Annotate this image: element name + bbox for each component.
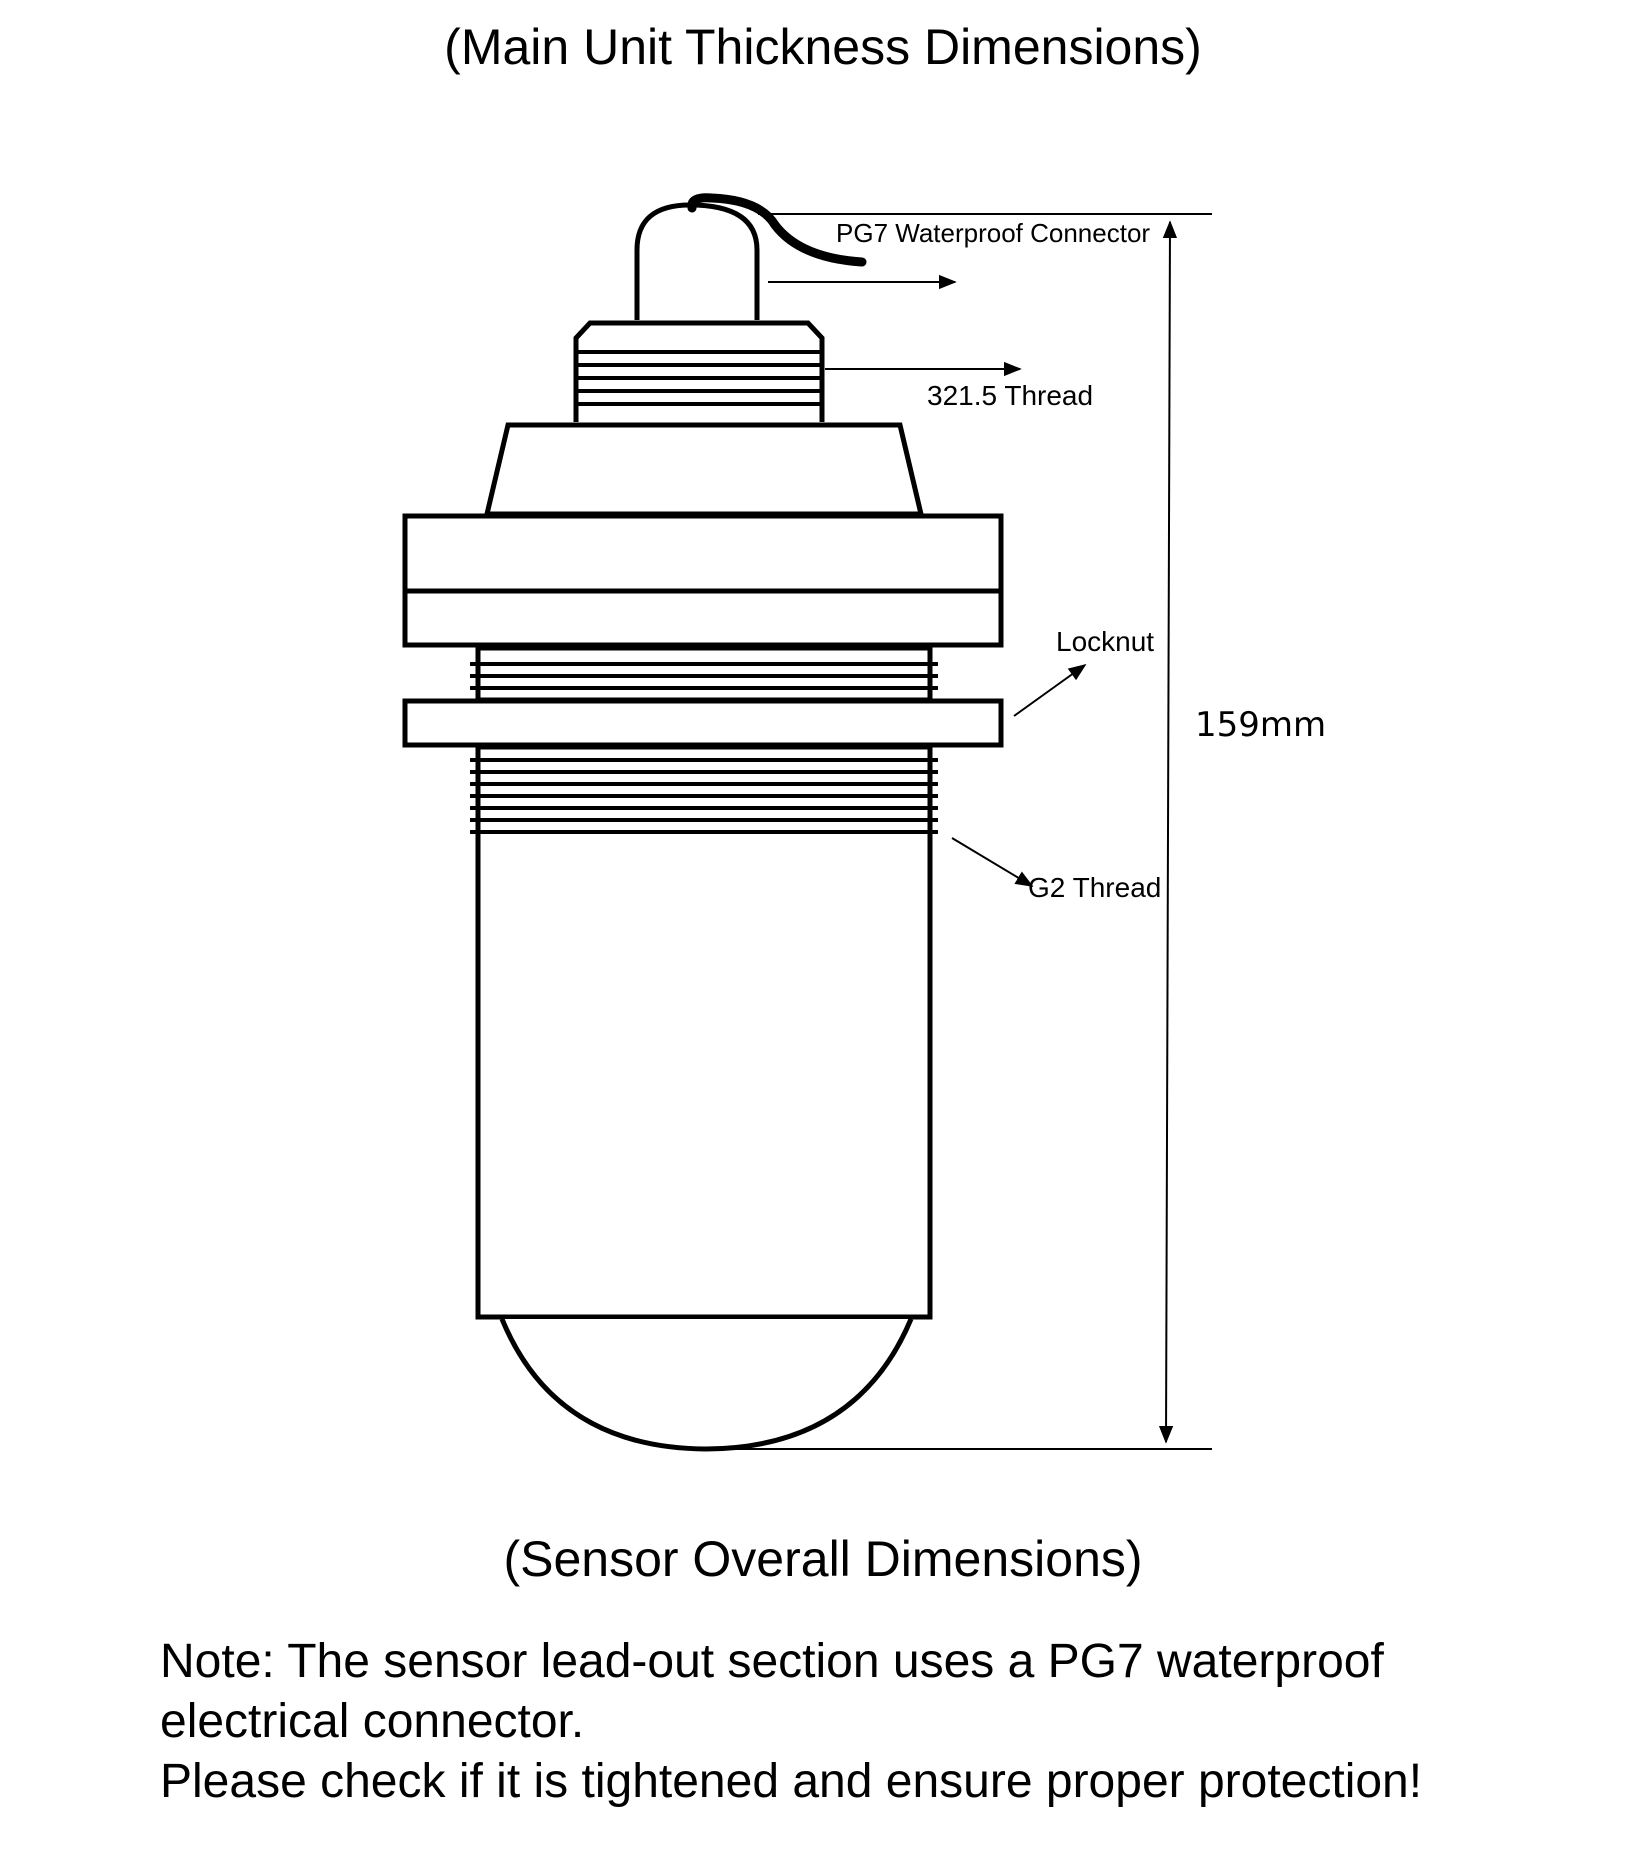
main-unit-thickness-title: (Main Unit Thickness Dimensions) bbox=[444, 19, 1202, 75]
locknut-leader bbox=[1013, 663, 1087, 717]
locknut-label: Locknut bbox=[1056, 626, 1154, 657]
locknut bbox=[402, 698, 1004, 748]
note-block: Note: The sensor lead-out section uses a… bbox=[160, 1632, 1580, 1812]
connector-label: PG7 Waterproof Connector bbox=[836, 218, 1150, 248]
flange-upper bbox=[402, 513, 1004, 594]
sensor-body bbox=[475, 744, 933, 1320]
cable bbox=[687, 193, 867, 267]
note-line-1: Note: The sensor lead-out section uses a… bbox=[160, 1635, 1384, 1688]
thread-bottom-label: G2 Thread bbox=[1028, 872, 1161, 903]
sensor-dome bbox=[499, 1318, 914, 1452]
note-line-2: electrical connector. bbox=[160, 1695, 585, 1748]
thread-bottom-leader bbox=[951, 837, 1034, 887]
tapered-cap bbox=[483, 422, 925, 517]
thread-top-label: 321.5 Thread bbox=[927, 380, 1093, 411]
note-line-3: Please check if it is tightened and ensu… bbox=[160, 1755, 1423, 1808]
connector-dome bbox=[634, 202, 760, 320]
flange-lower bbox=[402, 588, 1004, 648]
top-thread-nut bbox=[573, 320, 825, 422]
dimension-line bbox=[1158, 220, 1178, 1444]
sensor-overall-title: (Sensor Overall Dimensions) bbox=[503, 1531, 1143, 1587]
overall-height-label: 159mm bbox=[1195, 705, 1326, 745]
